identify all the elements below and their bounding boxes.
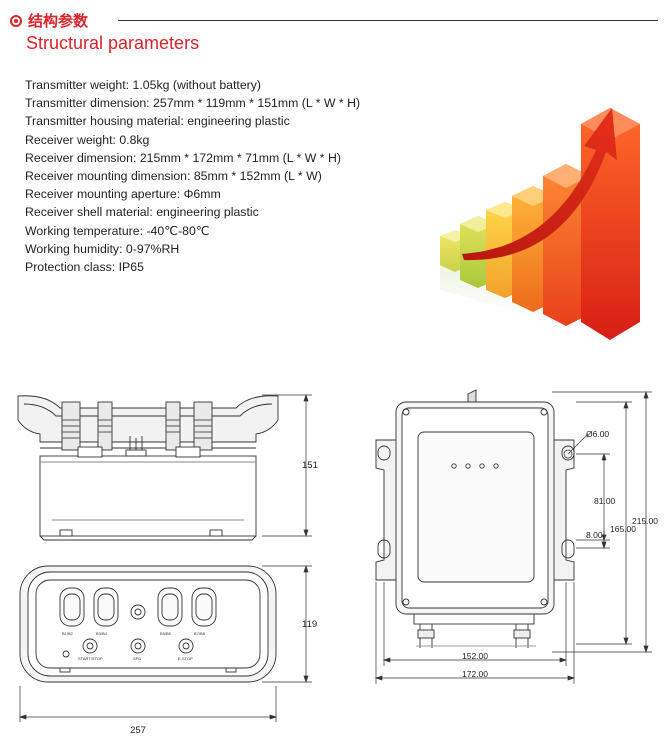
section-title-cn: 结构参数	[28, 12, 89, 30]
header-divider	[118, 20, 658, 21]
receiver-front-view	[375, 389, 575, 648]
param-item: Working temperature: -40℃-80℃	[25, 223, 210, 238]
dim-length-label: 257	[130, 725, 146, 736]
dim-152-label: 152.00	[462, 651, 488, 661]
bullet-circle-icon	[10, 14, 22, 27]
dim-81-label: 81.00	[594, 496, 616, 506]
dim-8-label: 8.00	[586, 530, 603, 540]
width-dimension	[262, 564, 312, 684]
height-dimension	[262, 393, 312, 538]
label-b3: B3/B4	[96, 631, 108, 636]
label-start: START/STOP	[78, 656, 103, 661]
dim-width-label: 119	[302, 619, 317, 630]
receiver-vertical-dimensions	[552, 390, 652, 654]
param-item: Transmitter housing material: engineerin…	[25, 114, 290, 129]
label-b5: B5/B6	[160, 631, 172, 636]
dim-172-label: 172.00	[462, 669, 488, 679]
param-item: Protection class: IP65	[25, 260, 144, 275]
dim-height-label: 151	[302, 460, 318, 471]
label-b1: B1/B2	[62, 631, 74, 636]
dim-215-label: 215.00	[632, 516, 658, 526]
parameter-list: Transmitter weight: 1.05kg (without batt…	[25, 76, 360, 276]
param-item: Transmitter dimension: 257mm * 119mm * 1…	[25, 96, 361, 111]
label-spd: SPD	[133, 656, 141, 661]
dim-165-label: 165.00	[610, 524, 636, 534]
section-title-en: Structural parameters	[26, 33, 200, 53]
param-item: Receiver shell material: engineering pla…	[25, 205, 259, 220]
length-dimension	[18, 686, 278, 722]
param-item: Receiver mounting aperture: Φ6mm	[25, 187, 221, 202]
dim-hole-label: Ø6.00	[586, 429, 609, 439]
param-item: Receiver weight: 0.8kg	[25, 132, 150, 147]
mounting-hole-callout	[563, 433, 589, 459]
receiver-horizontal-dimensions	[374, 582, 576, 684]
param-item: Receiver mounting dimension: 85mm * 152m…	[25, 169, 322, 184]
param-item: Transmitter weight: 1.05kg (without batt…	[25, 78, 262, 92]
label-estop: E-STOP	[178, 656, 193, 661]
transmitter-top-view	[19, 565, 277, 683]
transmitter-side-view	[17, 395, 279, 541]
section-header: 结构参数	[10, 10, 88, 31]
param-item: Receiver dimension: 215mm * 172mm * 71mm…	[25, 150, 341, 165]
label-b7: B7/B8	[194, 631, 206, 636]
param-item: Working humidity: 0-97%RH	[25, 241, 180, 256]
